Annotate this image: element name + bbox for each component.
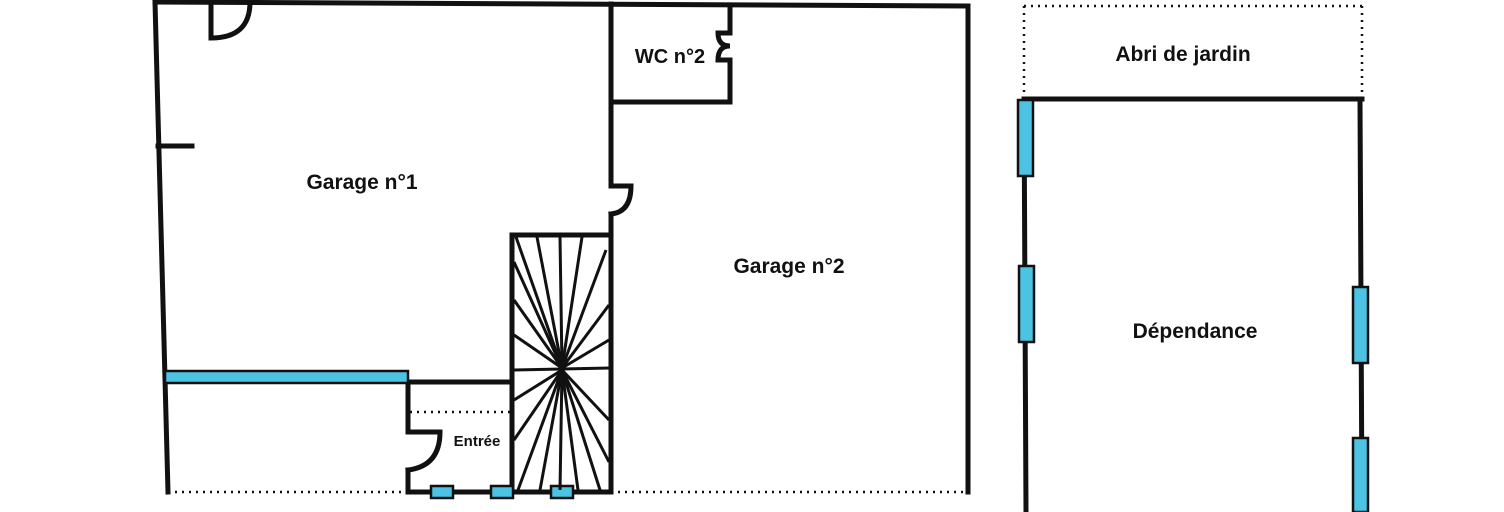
stair-icon bbox=[512, 236, 611, 491]
room-label-garage2: Garage n°2 bbox=[733, 255, 844, 278]
window-icon bbox=[1016, 98, 1035, 178]
room-label-garage1: Garage n°1 bbox=[306, 171, 417, 194]
door-swing-icon bbox=[208, 0, 253, 41]
door-swing-icon bbox=[608, 183, 634, 217]
window-icon bbox=[1351, 436, 1370, 512]
window-icon bbox=[1017, 264, 1036, 344]
door-swing-icon bbox=[715, 30, 733, 63]
window-icon bbox=[489, 484, 515, 500]
window-icon bbox=[549, 484, 575, 500]
window-icon bbox=[429, 484, 455, 500]
window-icon bbox=[163, 369, 410, 385]
door-swing-icon bbox=[405, 429, 443, 473]
room-label-abri: Abri de jardin bbox=[1115, 43, 1250, 66]
main-building-walls bbox=[152, 0, 971, 495]
room-label-wc2: WC n°2 bbox=[635, 46, 705, 68]
outbuilding-walls bbox=[1021, 4, 1365, 512]
window-icon bbox=[1351, 285, 1370, 365]
room-label-entree: Entrée bbox=[454, 433, 501, 450]
room-label-dependance: Dépendance bbox=[1133, 320, 1258, 343]
